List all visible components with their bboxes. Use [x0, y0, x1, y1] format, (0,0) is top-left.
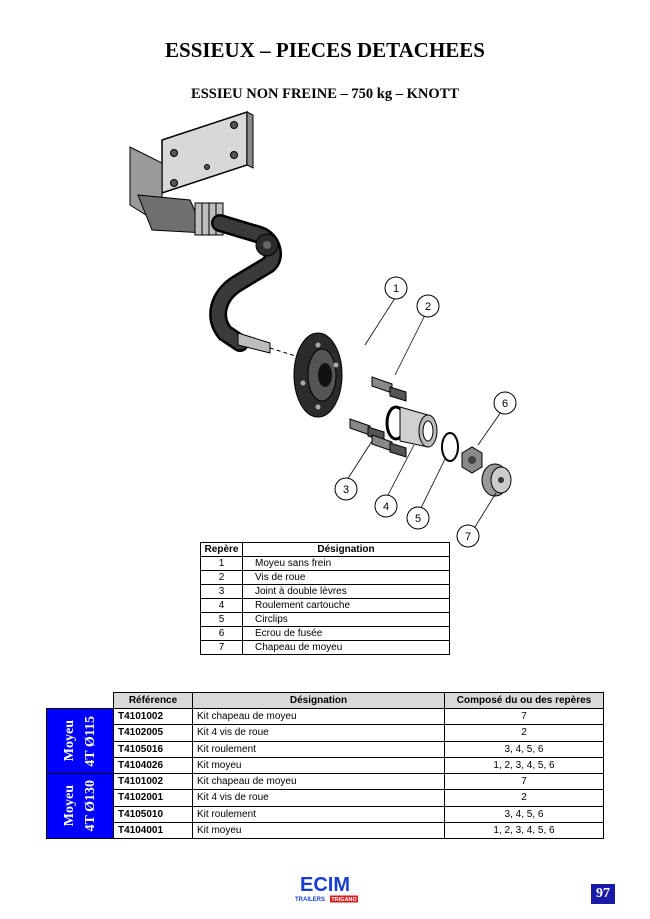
reference-cell: T4105016: [113, 740, 193, 758]
designation-cell: Kit chapeau de moyeu: [192, 772, 445, 791]
compose-cell: 3, 4, 5, 6: [444, 740, 604, 758]
callout-4: 4: [374, 494, 398, 518]
designation-cell: Roulement cartouche: [242, 598, 450, 613]
compose-cell: 7: [444, 772, 604, 791]
reference-cell: T4101002: [113, 772, 193, 791]
designation-cell: Vis de roue: [242, 570, 450, 585]
reference-cell: T4104026: [113, 756, 193, 775]
ecim-logo: ECIM TRAILERS TRIGANO: [295, 874, 358, 903]
mounting-plate: [161, 110, 254, 195]
compose-cell: 7: [444, 707, 604, 726]
compose-cell: 1, 2, 3, 4, 5, 6: [444, 756, 604, 775]
header-designation: Désignation: [242, 542, 450, 557]
svg-text:6: 6: [502, 398, 508, 410]
logo-badge: TRIGANO: [331, 897, 357, 903]
logo-brand: ECIM: [300, 874, 350, 896]
repere-cell: 7: [200, 640, 243, 655]
reference-cell: T4102001: [113, 789, 193, 807]
table-row: T4102005 Kit 4 vis de roue 2: [47, 724, 604, 742]
group-label-line2: 4T Ø115: [83, 715, 98, 767]
designation-cell: Kit 4 vis de roue: [192, 789, 445, 807]
page-title: ESSIEUX – PIECES DETACHEES: [165, 38, 485, 62]
compose-cell: 1, 2, 3, 4, 5, 6: [444, 821, 604, 840]
repere-cell: 5: [200, 612, 243, 627]
group-label-line1: Moyeu: [62, 720, 77, 762]
exploded-axle-diagram: 1 2 3 4 5 6 7: [129, 110, 517, 548]
callout-1: 1: [384, 276, 408, 300]
table-row: T4102001 Kit 4 vis de roue 2: [47, 789, 604, 807]
header-repere: Repère: [200, 542, 243, 557]
svg-text:2: 2: [425, 301, 431, 313]
leader-lines: [346, 297, 502, 528]
nut-and-cap: [461, 446, 512, 497]
repere-cell: 3: [200, 584, 243, 599]
group-label-130: Moyeu 4T Ø130: [46, 773, 114, 839]
reference-cell: T4105010: [113, 805, 193, 823]
logo-sub: TRAILERS: [295, 897, 325, 903]
reference-table-header: Référence Désignation Composé du ou des …: [46, 692, 604, 709]
wheel-bolts: [349, 376, 407, 458]
hub-part: [293, 332, 343, 418]
callout-7: 7: [456, 524, 480, 548]
table-row: T4104026 Kit moyeu 1, 2, 3, 4, 5, 6: [47, 756, 604, 775]
designation-cell: Kit chapeau de moyeu: [192, 707, 445, 726]
designation-cell: Kit 4 vis de roue: [192, 724, 445, 742]
parts-table-header: Repère Désignation: [200, 542, 450, 557]
reference-table: Référence Désignation Composé du ou des …: [46, 692, 604, 840]
callout-6: 6: [493, 391, 517, 415]
group-label-115: Moyeu 4T Ø115: [46, 708, 114, 774]
header-designation: Désignation: [192, 692, 445, 709]
designation-cell: Chapeau de moyeu: [242, 640, 450, 655]
compose-cell: 2: [444, 724, 604, 742]
repere-cell: 6: [200, 626, 243, 641]
designation-cell: Kit moyeu: [192, 756, 445, 775]
designation-cell: Kit roulement: [192, 805, 445, 823]
compose-cell: 3, 4, 5, 6: [444, 805, 604, 823]
designation-cell: Ecrou de fusée: [242, 626, 450, 641]
table-row: T4105010 Kit roulement 3, 4, 5, 6: [47, 805, 604, 823]
table-row: T4105016 Kit roulement 3, 4, 5, 6: [47, 740, 604, 758]
designation-cell: Moyeu sans frein: [242, 556, 450, 571]
page-number: 97: [591, 884, 615, 904]
group-label-line2: 4T Ø130: [83, 780, 98, 832]
callout-2: 2: [416, 294, 440, 318]
reference-cell: T4102005: [113, 724, 193, 742]
seal-bearing-circlip: [385, 405, 459, 462]
designation-cell: Kit moyeu: [192, 821, 445, 840]
header-compose: Composé du ou des repères: [444, 692, 604, 709]
reference-cell: T4101002: [113, 707, 193, 726]
header-reference: Référence: [113, 692, 193, 709]
svg-text:1: 1: [393, 283, 399, 295]
page-subtitle: ESSIEU NON FREINE – 750 kg – KNOTT: [191, 86, 459, 102]
repere-cell: 4: [200, 598, 243, 613]
designation-cell: Joint à double lèvres: [242, 584, 450, 599]
table-row: T4104001 Kit moyeu 1, 2, 3, 4, 5, 6: [47, 821, 604, 840]
header-spacer: [46, 692, 114, 709]
repere-cell: 2: [200, 570, 243, 585]
table-row: Moyeu 4T Ø130 T4101002 Kit chapeau de mo…: [46, 772, 604, 839]
svg-text:3: 3: [343, 484, 349, 496]
callout-3: 3: [334, 477, 358, 501]
reference-cell: T4104001: [113, 821, 193, 840]
callout-5: 5: [406, 506, 430, 530]
table-row: Moyeu 4T Ø115 T4101002 Kit chapeau de mo…: [46, 707, 604, 774]
repere-cell: 1: [200, 556, 243, 571]
svg-text:7: 7: [465, 531, 471, 543]
designation-cell: Circlips: [242, 612, 450, 627]
group-label-line1: Moyeu: [62, 785, 77, 827]
designation-cell: Kit roulement: [192, 740, 445, 758]
svg-text:5: 5: [415, 513, 421, 525]
compose-cell: 2: [444, 789, 604, 807]
svg-text:4: 4: [383, 501, 389, 513]
trailing-arm: [209, 214, 303, 359]
